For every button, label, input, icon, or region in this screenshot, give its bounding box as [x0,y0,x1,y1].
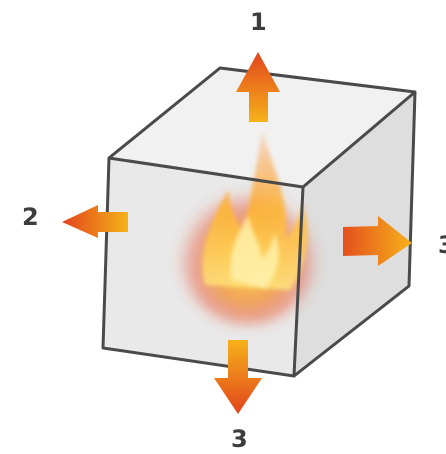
label-bottom: 3 [231,425,248,453]
arrow-down-icon [214,340,262,414]
fire-icon [176,130,320,325]
arrow-up-icon [236,52,280,122]
label-top: 1 [250,8,267,36]
arrow-right-icon [343,216,412,266]
arrow-left-icon [62,205,128,238]
label-left: 2 [22,203,39,231]
label-right: 3 [438,231,446,259]
cube-edges [101,66,417,378]
